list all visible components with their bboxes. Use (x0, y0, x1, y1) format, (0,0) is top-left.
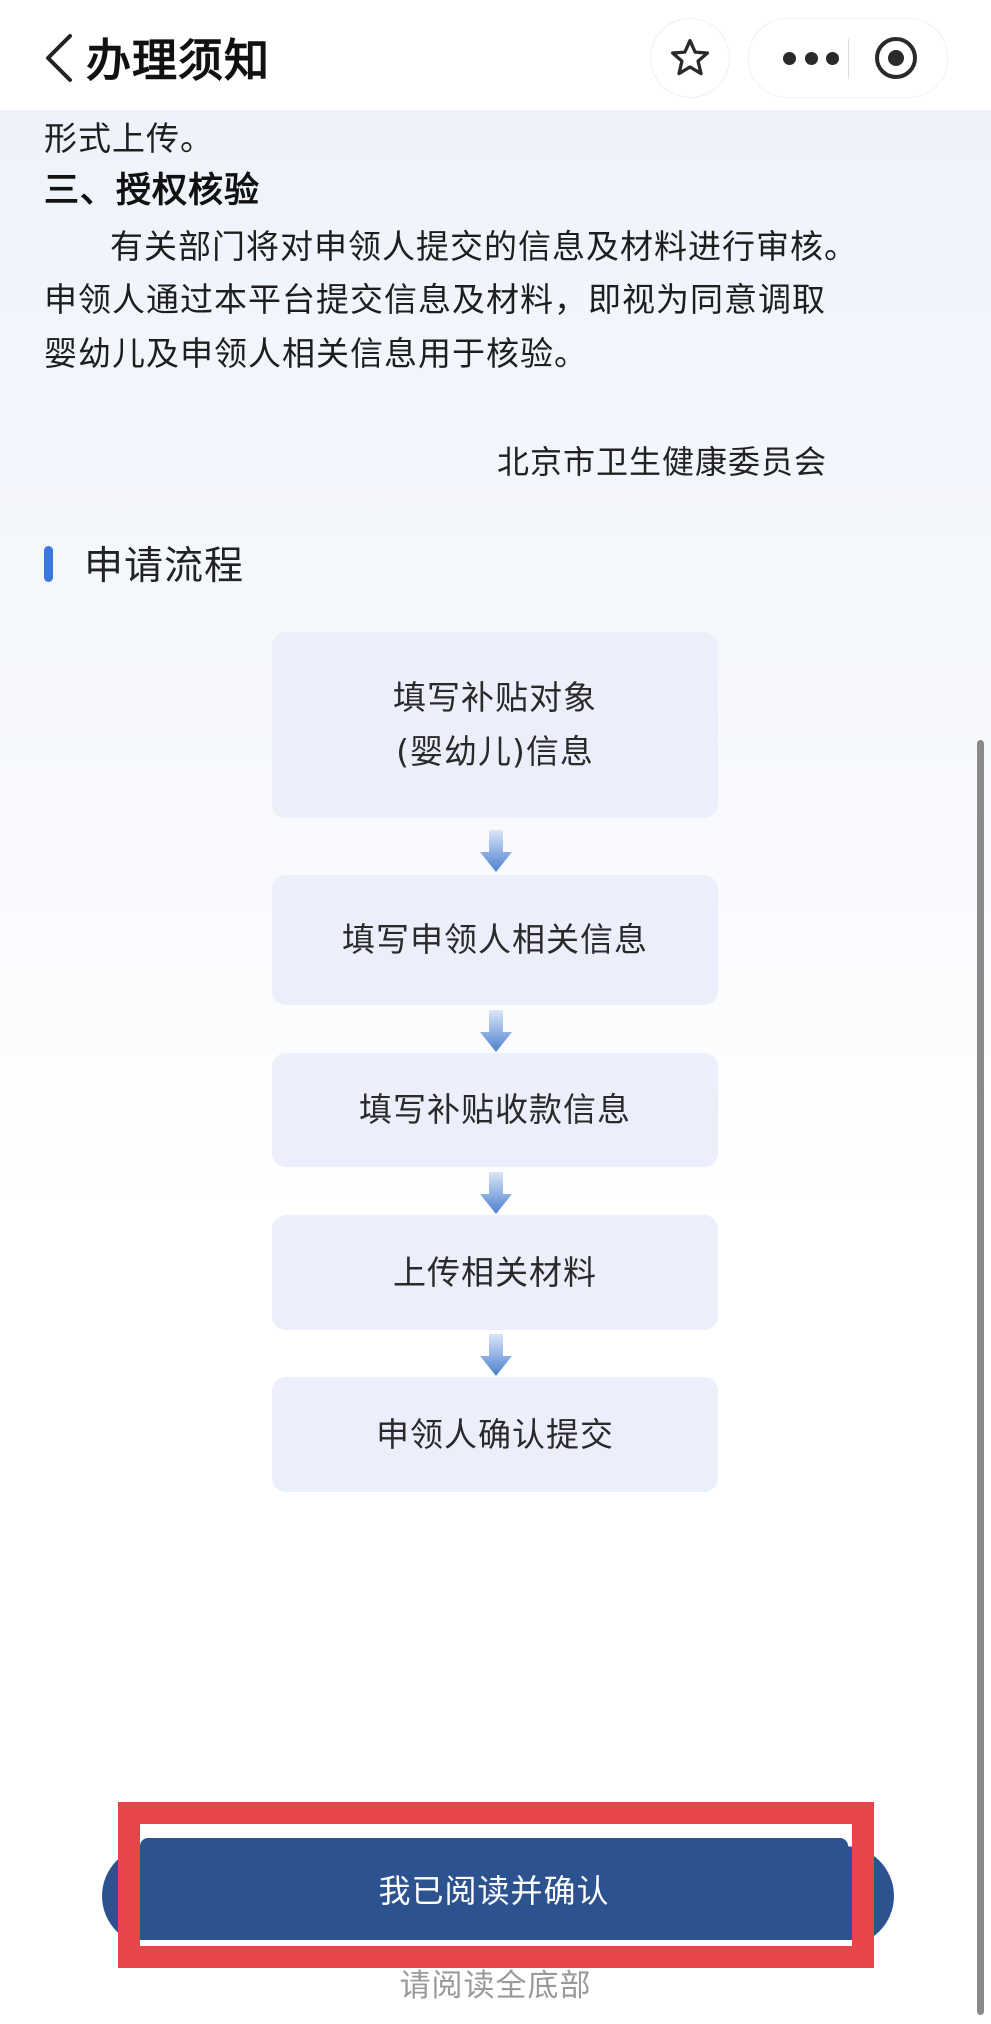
confirm-button-label: 我已阅读并确认 (378, 1872, 610, 1910)
notice-paragraph-line: 申领人通过本平台提交信息及材料，即视为同意调取 (44, 280, 826, 319)
more-dots-icon (826, 51, 839, 65)
target-circle-icon (875, 37, 917, 79)
chevron-left-icon (46, 34, 72, 82)
process-step-label: (婴幼儿)信息 (396, 732, 594, 771)
highlight-gap (140, 1940, 852, 1946)
nav-header: 办理须知 (0, 0, 991, 110)
process-step: 填写申领人相关信息 (272, 875, 718, 1005)
section-heading: 三、授权核验 (44, 171, 261, 211)
notice-text-tail: 形式上传。 (44, 119, 214, 158)
issuer-signature: 北京市卫生健康委员会 (497, 443, 828, 481)
arrow-down-icon (480, 1334, 512, 1376)
read-to-bottom-hint: 请阅读全底部 (399, 1968, 592, 2004)
process-step: 申领人确认提交 (272, 1377, 718, 1492)
process-step-label: 填写补贴对象 (393, 678, 597, 717)
star-icon (670, 38, 710, 76)
confirm-button[interactable]: 我已阅读并确认 (140, 1838, 848, 1940)
process-step-label: 申领人确认提交 (376, 1414, 614, 1454)
back-button[interactable] (40, 30, 76, 86)
section-accent-bar (44, 546, 53, 582)
page-title: 办理须知 (86, 34, 271, 87)
more-button[interactable] (783, 45, 839, 71)
process-step-label: 填写申领人相关信息 (342, 920, 648, 959)
arrow-down-icon (480, 1010, 512, 1052)
favorite-button[interactable] (650, 18, 730, 98)
process-section-title: 申请流程 (84, 544, 245, 589)
highlight-gap (140, 1824, 852, 1838)
more-dots-icon (804, 51, 818, 65)
more-dots-icon (783, 51, 796, 65)
process-step-label: 上传相关材料 (393, 1252, 597, 1292)
scrollbar[interactable] (977, 740, 984, 2015)
process-step: 填写补贴对象 (婴幼儿)信息 (272, 632, 718, 818)
arrow-down-icon (480, 830, 512, 872)
notice-paragraph-line: 有关部门将对申领人提交的信息及材料进行审核。 (110, 227, 858, 266)
arrow-down-icon (480, 1172, 512, 1214)
process-step: 填写补贴收款信息 (272, 1053, 718, 1167)
notice-paragraph-line: 婴幼儿及申领人相关信息用于核验。 (44, 334, 588, 373)
process-step-label: 填写补贴收款信息 (359, 1090, 631, 1129)
process-step: 上传相关材料 (272, 1215, 718, 1330)
capsule-divider (848, 39, 849, 79)
miniprogram-capsule (748, 18, 948, 98)
close-miniprogram-button[interactable] (873, 35, 919, 81)
